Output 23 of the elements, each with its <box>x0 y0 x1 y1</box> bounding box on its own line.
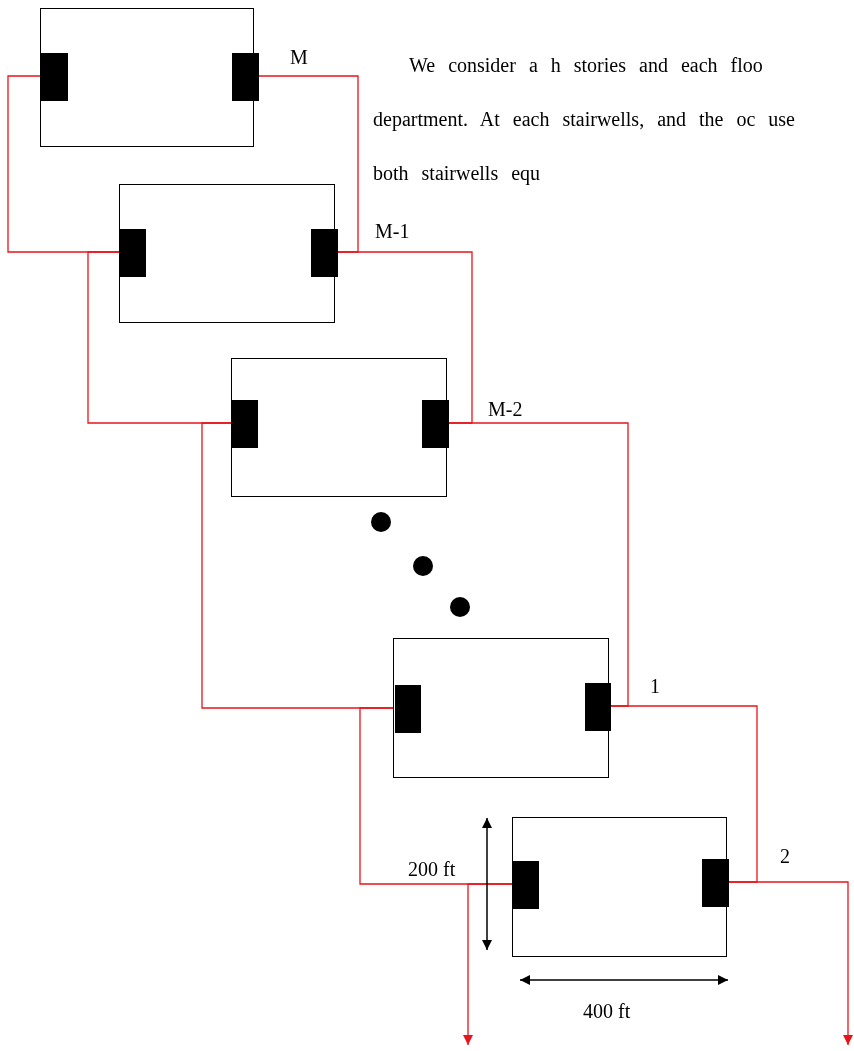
floor-label: M <box>290 47 308 67</box>
exit-arrow <box>463 883 513 1046</box>
floor-box <box>512 817 727 957</box>
stairwell-block <box>422 400 449 448</box>
floor-label: M-2 <box>488 399 523 419</box>
dimension-label: 200 ft <box>408 858 456 881</box>
floor-box <box>231 358 447 497</box>
floor-label: 2 <box>780 846 790 866</box>
dimension-label: 400 ft <box>583 1000 631 1023</box>
stairwell-block <box>395 685 421 733</box>
stairwell-block <box>585 683 611 731</box>
body-paragraph: We consider a h stories and each floo department. At each stairwells, and the oc use both stairwells equ <box>373 53 796 187</box>
stairwell-block <box>311 229 338 277</box>
floor-box <box>119 184 335 323</box>
stairwell-block <box>120 229 146 277</box>
floor-label: 1 <box>650 676 660 696</box>
stairwell-block <box>232 53 259 101</box>
stairwell-block <box>41 53 68 101</box>
stairwell-block <box>513 861 539 909</box>
stairwell-block <box>232 400 258 448</box>
stairwell-block <box>702 859 729 907</box>
floor-box <box>393 638 609 778</box>
floor-label: M-1 <box>375 221 410 241</box>
